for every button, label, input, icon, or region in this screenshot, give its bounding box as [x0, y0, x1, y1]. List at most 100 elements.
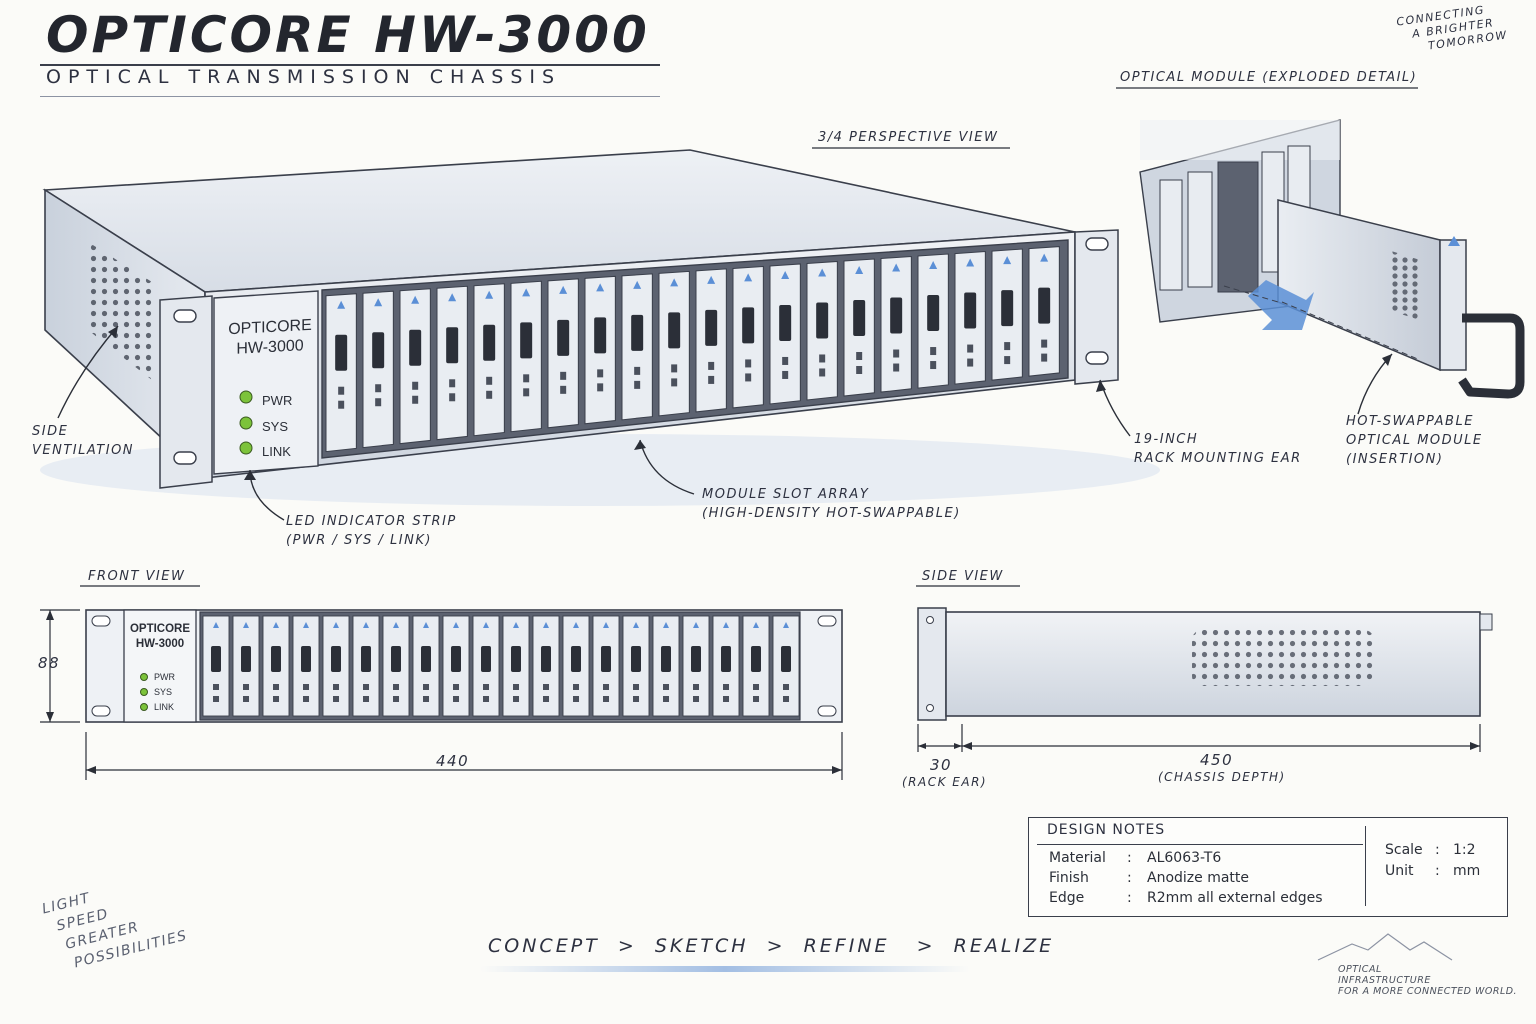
led-link — [239, 441, 253, 455]
insertion-arrow — [1248, 280, 1314, 330]
tagline-line: INFRASTRUCTURE — [1338, 975, 1431, 986]
callout-line: OPTICAL MODULE — [1346, 433, 1483, 448]
front-model: HW-3000 — [135, 638, 185, 650]
notes-vertical-divider — [1365, 826, 1366, 906]
notes-value: R2mm all external edges — [1147, 890, 1323, 906]
module-handle — [1458, 313, 1525, 399]
process-underline — [480, 966, 970, 972]
page-subtitle: OPTICAL TRANSMISSION CHASSIS — [46, 66, 562, 88]
scale-row: Scale : 1:2 — [1385, 842, 1480, 863]
scale-sep: : — [1435, 863, 1440, 879]
callout-line: 19-INCH — [1134, 432, 1199, 447]
callout-rack-ear: 19-INCH RACK MOUNTING EAR — [1134, 430, 1302, 468]
callout-line: HOT-SWAPPABLE — [1346, 414, 1474, 429]
side-vent-holes — [1192, 630, 1374, 686]
side-view — [917, 607, 1493, 721]
notes-sep: : — [1127, 850, 1132, 866]
led-pwr — [239, 390, 253, 404]
callout-line: (PWR / SYS / LINK) — [286, 533, 432, 548]
dim-rack-ear-label: (RACK EAR) — [902, 775, 988, 789]
slot-module — [473, 283, 505, 437]
slot-module — [954, 251, 986, 385]
slot-module — [732, 265, 764, 409]
notes-key: Edge — [1049, 890, 1085, 906]
front-slot-module — [472, 615, 500, 717]
front-slot-module — [442, 615, 470, 717]
callout-line: (HIGH-DENSITY HOT-SWAPPABLE) — [702, 506, 961, 521]
callout-line: RACK MOUNTING EAR — [1134, 451, 1302, 466]
dim-depth: 450 — [1200, 751, 1234, 769]
scale-key: Unit — [1385, 863, 1414, 879]
tagline-line: FOR A MORE CONNECTED WORLD. — [1338, 986, 1518, 997]
ear-hole — [1085, 237, 1109, 251]
front-slot-bay — [199, 611, 801, 721]
led-labels: PWR SYS LINK — [262, 388, 292, 465]
front-brand: OPTICORE — [129, 623, 191, 635]
tagline-line: OPTICAL — [1338, 964, 1382, 975]
exploded-view-title: OPTICAL MODULE (EXPLODED DETAIL) — [1120, 70, 1418, 85]
ear-hole — [1085, 351, 1109, 365]
front-slot-module — [412, 615, 440, 717]
slot-module — [880, 255, 912, 393]
callout-side-vent: SIDE VENTILATION — [32, 422, 134, 460]
process-flow: CONCEPT > SKETCH > REFINE > REALIZE — [488, 935, 1055, 957]
front-control-panel — [123, 609, 197, 723]
front-slot-module — [202, 615, 230, 717]
right-rack-ear — [1074, 229, 1119, 385]
slot-module — [843, 258, 875, 397]
side-view-title: SIDE VIEW — [922, 569, 1004, 584]
slot-module — [806, 260, 838, 401]
tagline-bottom-right: OPTICAL INFRASTRUCTURE FOR A MORE CONNEC… — [1338, 964, 1517, 997]
device-nameplate: OPTICORE HW-3000 — [222, 315, 318, 360]
callout-line: LED INDICATOR STRIP — [286, 514, 457, 529]
notes-value: Anodize matte — [1147, 870, 1250, 886]
front-slot-module — [352, 615, 380, 717]
front-led-link — [140, 703, 148, 711]
front-led-label: SYS — [154, 687, 173, 697]
dim-front-width: 440 — [436, 752, 470, 770]
subtitle-underline — [40, 96, 660, 97]
front-slot-module — [232, 615, 260, 717]
exploded-module-detail — [1139, 119, 1525, 399]
slot-module — [325, 293, 357, 453]
slot-module — [621, 273, 653, 421]
callout-led-strip: LED INDICATOR STRIP (PWR / SYS / LINK) — [286, 512, 457, 550]
view-underlines — [80, 87, 1418, 587]
front-view-title: FRONT VIEW — [88, 569, 186, 584]
front-nameplate: OPTICORE HW-3000 — [126, 622, 194, 652]
module-slot-array — [325, 246, 1060, 453]
front-slot-module — [622, 615, 650, 717]
notes-key: Material — [1049, 850, 1106, 866]
slot-module — [658, 270, 690, 417]
dim-depth-label: (CHASSIS DEPTH) — [1158, 770, 1286, 784]
front-led-pwr — [140, 673, 148, 681]
notes-row: Finish : Anodize matte — [1049, 870, 1323, 890]
front-slot-module — [682, 615, 710, 717]
design-notes-title: DESIGN NOTES — [1047, 822, 1166, 838]
notes-row: Edge : R2mm all external edges — [1049, 890, 1323, 910]
page-title: OPTICORE HW-3000 — [46, 6, 650, 64]
front-led-label: PWR — [154, 672, 175, 682]
design-notes-box: DESIGN NOTES Material : AL6063-T6 Finish… — [1028, 817, 1508, 917]
scale-value: 1:2 — [1453, 842, 1476, 858]
notes-sep: : — [1127, 870, 1132, 886]
callout-line: MODULE SLOT ARRAY — [702, 487, 870, 502]
slot-module — [362, 290, 394, 449]
slot-module — [584, 275, 616, 425]
front-led-labels: PWR SYS LINK — [154, 670, 175, 715]
notes-key: Finish — [1049, 870, 1089, 886]
slot-module — [917, 253, 949, 389]
front-slot-module — [562, 615, 590, 717]
front-slot-module — [502, 615, 530, 717]
leader-side-vent — [57, 325, 119, 419]
side-rack-ear — [917, 607, 947, 721]
slot-module — [991, 248, 1023, 381]
front-slot-module — [382, 615, 410, 717]
led-label-pwr: PWR — [262, 393, 293, 408]
callout-hot-swap: HOT-SWAPPABLE OPTICAL MODULE (INSERTION) — [1346, 412, 1483, 469]
front-slot-module — [292, 615, 320, 717]
callout-line: (INSERTION) — [1346, 452, 1444, 467]
slot-module — [1028, 246, 1060, 377]
front-slot-module — [262, 615, 290, 717]
